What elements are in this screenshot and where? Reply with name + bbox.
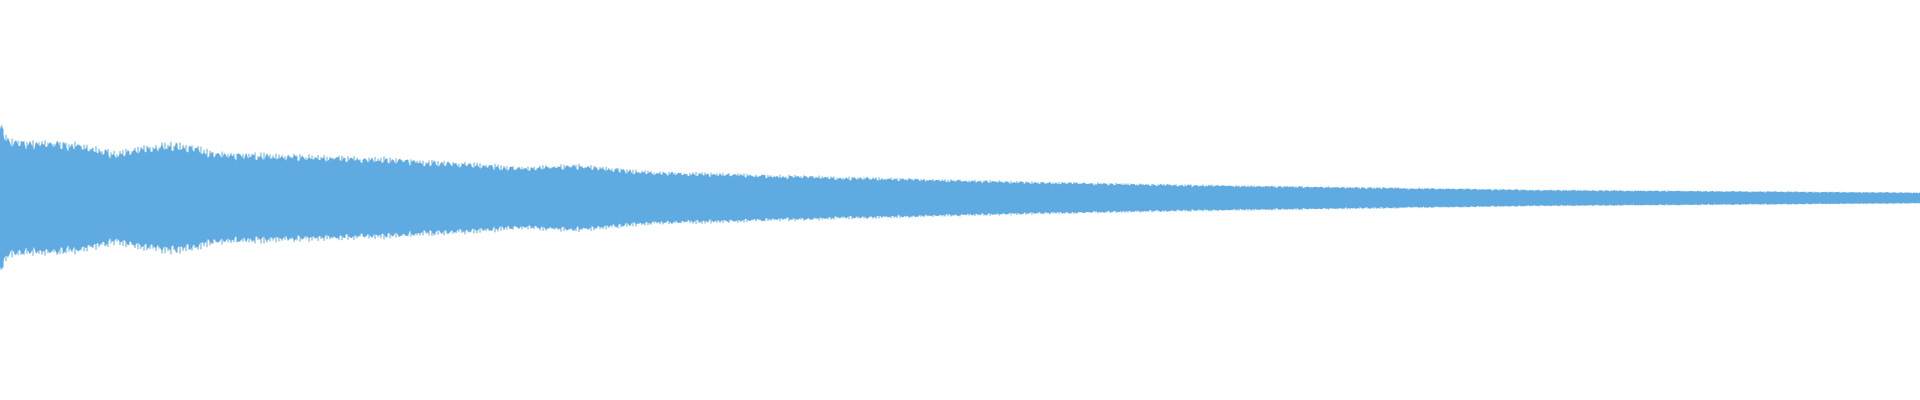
waveform-edge-strokes: [0, 126, 1920, 270]
